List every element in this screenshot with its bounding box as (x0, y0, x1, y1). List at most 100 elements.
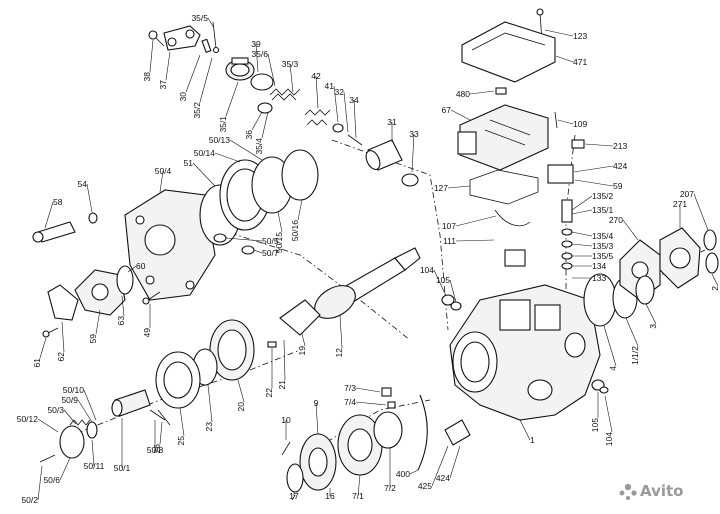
callout-50-13: 50/13 (209, 135, 263, 161)
callout-leader (604, 395, 613, 433)
callout-leader (39, 337, 47, 359)
callout-label: 34 (349, 95, 359, 105)
part-9-gear (299, 433, 337, 491)
part-20-flange (209, 319, 255, 381)
callout-51: 51 (184, 158, 216, 187)
callout-leader (693, 193, 709, 231)
callout-3: 3 (645, 303, 658, 329)
part-34-pin (347, 134, 363, 146)
part-50-6-plug (59, 425, 85, 459)
part-16-housing (337, 414, 383, 476)
main-pump-housing (441, 284, 601, 421)
part-37-flange (163, 25, 201, 51)
callout-label: 480 (456, 89, 470, 99)
callout-label: 127 (434, 183, 448, 193)
callout-leader (411, 133, 415, 173)
callout-label: 17 (289, 491, 299, 501)
callout-label: 271 (673, 199, 687, 209)
callout-leader (447, 185, 471, 189)
part-50-16-plate (281, 149, 319, 201)
callout-leader (625, 317, 639, 347)
callout-135-3: 135/3 (571, 241, 614, 251)
callout-label: 3 (648, 324, 658, 329)
callout-59b: 59 (574, 179, 623, 191)
callout-leader (571, 231, 593, 237)
callout-leader (225, 237, 263, 242)
part-41-washer (332, 123, 344, 133)
callout-label: 30 (178, 92, 188, 102)
callout-leader (544, 29, 574, 37)
callout-26: 26 (152, 421, 163, 453)
callout-38: 38 (142, 39, 154, 81)
callout-label: 35/1 (218, 116, 228, 133)
callout-50-14: 50/14 (194, 148, 241, 163)
part-50-1-piston (111, 389, 151, 417)
part-25-bearing (155, 351, 201, 409)
part-17-ring (286, 463, 304, 493)
callout-425: 425 (418, 445, 449, 491)
callout-leader (277, 211, 283, 233)
callout-label: 21 (277, 380, 287, 390)
callout-label: 107 (442, 221, 456, 231)
callout-label: 50/6 (43, 475, 60, 485)
callout-label: 270 (609, 215, 623, 225)
callout-leader (339, 314, 343, 349)
callout-leader (315, 75, 319, 109)
part-107-harness (494, 209, 531, 267)
callout-7-3: 7/3 (344, 383, 381, 393)
part-61-screw (42, 327, 59, 338)
callout-30: 30 (178, 54, 201, 102)
callout-63: 63 (116, 295, 126, 325)
callout-label: 25 (176, 436, 186, 446)
part-59-solenoid (74, 269, 126, 316)
part-135-valve (561, 199, 573, 270)
callout-leader (571, 243, 593, 247)
callout-leader (199, 57, 213, 103)
part-105-104-plug (591, 379, 609, 394)
part-50-7-screw (241, 245, 255, 255)
callout-leader (449, 445, 461, 479)
callout-4: 4 (603, 325, 618, 371)
callout-471: 471 (555, 55, 587, 67)
callout-59: 59 (88, 309, 101, 343)
drive-shaft-group (39, 247, 421, 463)
callout-25: 25 (176, 407, 186, 446)
callout-leader (207, 17, 215, 29)
callout-label: 135/4 (592, 231, 614, 241)
pressure-valve-group (148, 21, 419, 187)
callout-label: 12 (334, 348, 344, 358)
part-424-sensor (547, 164, 574, 184)
part-19-coupling (279, 299, 321, 336)
callout-leader (59, 457, 71, 481)
callout-label: 50/15 (274, 232, 284, 254)
callout-label: 33 (409, 129, 419, 139)
callout-50-3: 50/3 (47, 405, 77, 425)
callout-50-11: 50/11 (84, 439, 105, 471)
callout-leader (289, 63, 294, 93)
callout-leader (573, 165, 614, 173)
callout-135-5: 135/5 (572, 251, 614, 261)
callout-leader (255, 43, 259, 73)
callout-62: 62 (56, 321, 66, 361)
callout-50-12: 50/12 (17, 414, 59, 433)
callout-127: 127 (434, 183, 471, 193)
callout-label: 2 (710, 286, 720, 291)
callout-label: 50/9 (61, 395, 78, 405)
callout-31: 31 (387, 117, 397, 142)
callout-105b: 105 (590, 392, 600, 432)
callout-50-1: 50/1 (114, 418, 131, 473)
callout-leader (450, 109, 471, 121)
callout-109: 109 (557, 119, 587, 129)
callout-37: 37 (158, 51, 171, 89)
callout-2: 2 (710, 273, 720, 291)
callout-424b: 424 (436, 445, 461, 483)
callout-leader (571, 209, 593, 215)
callout-50-10: 50/10 (63, 385, 97, 421)
callout-leader (127, 265, 137, 273)
callout-leader (283, 339, 286, 381)
callout-label: 7/3 (344, 383, 356, 393)
part-10-screw (281, 441, 291, 456)
callout-label: 50/14 (194, 148, 216, 158)
part-42-spring (304, 109, 331, 126)
